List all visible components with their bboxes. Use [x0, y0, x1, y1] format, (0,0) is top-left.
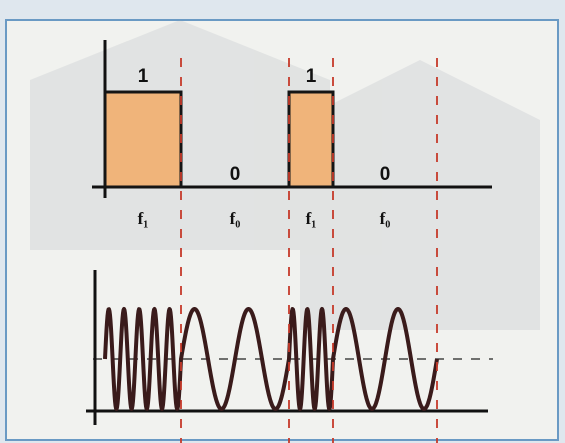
frequency-label-2: f₁ — [306, 209, 317, 228]
bit-pulse-2 — [289, 92, 333, 187]
bit-label-3: 0 — [380, 164, 391, 185]
bit-label-0: 1 — [138, 66, 149, 87]
bit-label-1: 0 — [230, 164, 241, 185]
bit-pulse-0 — [105, 92, 181, 187]
frequency-label-3: f₀ — [380, 209, 391, 228]
bit-label-2: 1 — [306, 66, 317, 87]
frequency-label-0: f₁ — [138, 209, 149, 228]
frequency-label-1: f₀ — [230, 209, 241, 228]
